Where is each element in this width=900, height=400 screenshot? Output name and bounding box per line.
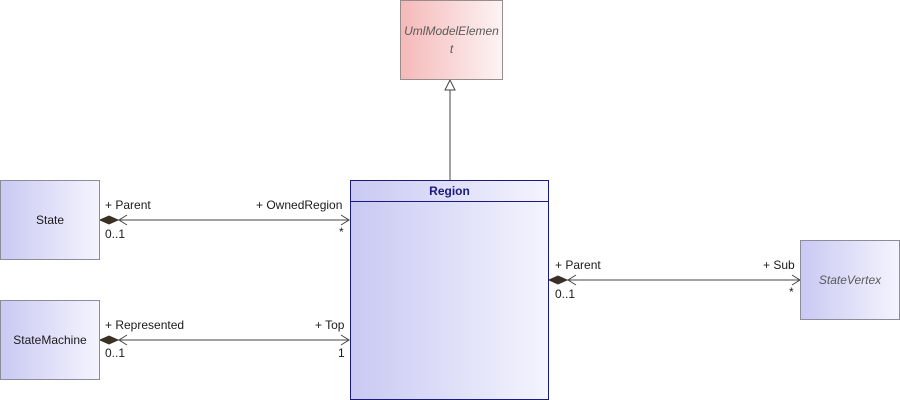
role-label: + Top [315,318,345,332]
class-name: Region [351,181,548,202]
navigability-arrow-region-side-bottom [340,334,350,346]
generalization-arrowhead [444,78,456,91]
multiplicity-label: 0..1 [105,346,126,360]
class-name: StateVertex [818,273,882,287]
composition-diamond-state [98,215,120,225]
role-label: + Represented [105,318,185,332]
multiplicity-label: 0..1 [105,227,126,241]
class-state[interactable]: State [0,180,100,260]
navigability-arrow-state-side [118,214,128,226]
navigability-arrow-region-right [567,274,577,286]
multiplicity-label: 0..1 [555,287,576,301]
multiplicity-label: * [789,285,794,299]
class-name: State [35,213,65,227]
class-state-machine[interactable]: StateMachine [0,300,100,380]
navigability-arrow-region-side-top [340,214,350,226]
role-label: + Parent [555,258,601,272]
role-label: + Sub [763,258,795,272]
composition-diamond-statemachine [98,335,120,345]
multiplicity-label: 1 [338,346,345,360]
composition-diamond-region [547,275,569,285]
role-label: + OwnedRegion [256,198,343,212]
role-label: + Parent [105,198,151,212]
class-name: UmlModelElement [404,24,499,56]
class-name: StateMachine [13,333,87,347]
navigability-arrow-statemachine-side [118,334,128,346]
class-state-vertex[interactable]: StateVertex [800,240,900,320]
multiplicity-label: * [339,225,344,239]
class-region[interactable]: Region [350,180,549,400]
class-uml-model-element[interactable]: UmlModelElement [400,0,503,80]
